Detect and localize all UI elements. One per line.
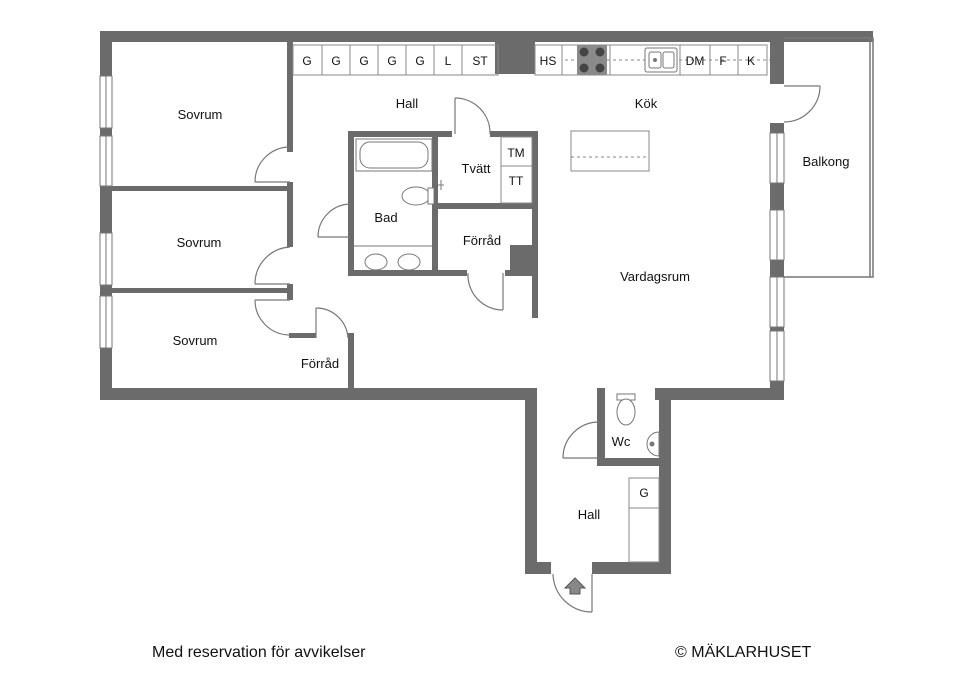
tap-icon [438,180,444,190]
kitchen-labels: HS DM F K [540,54,755,68]
kitchen-fixture-label: K [747,54,755,68]
sink-icon [644,47,678,73]
room-label-entry-hall: Hall [578,507,601,522]
wc-basin-icon [646,431,660,457]
wardrobe-row [292,44,499,76]
dryer-label: TT [509,174,524,188]
room-label-living-room: Vardagsrum [620,269,690,284]
washbasin-icon [354,245,432,271]
balcony-outline [784,37,874,278]
room-label-hall: Hall [396,96,419,111]
entry-wardrobe-label: G [639,486,648,500]
laundry-machines [500,136,533,204]
wardrobe-label: G [415,54,424,68]
doors [254,85,821,613]
room-label-storage: Förråd [301,356,339,371]
room-labels: Sovrum Sovrum Sovrum Hall Kök Balkong Tv… [173,96,850,522]
room-label-bedroom-1: Sovrum [178,107,223,122]
entry-wardrobe [628,477,660,563]
kitchen-fixture-label: F [719,54,726,68]
wardrobe-label: G [387,54,396,68]
room-label-kitchen: Kök [635,96,658,111]
kitchen-island [570,130,650,172]
kitchen-fixture-label: HS [540,54,557,68]
wardrobe-label: G [331,54,340,68]
wardrobe-label: G [359,54,368,68]
bathtub-icon [355,138,433,172]
kitchen-fixture-label: DM [686,54,705,68]
room-label-bathroom: Bad [374,210,397,225]
room-label-bedroom-3: Sovrum [173,333,218,348]
room-label-laundry: Tvätt [462,161,491,176]
entrance-arrow-icon [563,577,587,595]
copyright-text: © MÄKLARHUSET [675,644,812,661]
windows [99,75,785,382]
toilet-icon [401,186,435,206]
room-label-bedroom-2: Sovrum [177,235,222,250]
wardrobe-labels: G G G G G L ST [302,54,488,68]
wc-toilet-icon [616,393,636,426]
wardrobe-label: L [445,54,452,68]
washer-label: TM [507,146,524,160]
room-label-balcony: Balkong [803,154,850,169]
wardrobe-label: G [302,54,311,68]
room-label-storage: Förråd [463,233,501,248]
disclaimer-text: Med reservation för avvikelser [152,644,366,661]
stove-icon [577,45,607,75]
wardrobe-label: ST [472,54,488,68]
room-label-wc: Wc [612,434,631,449]
